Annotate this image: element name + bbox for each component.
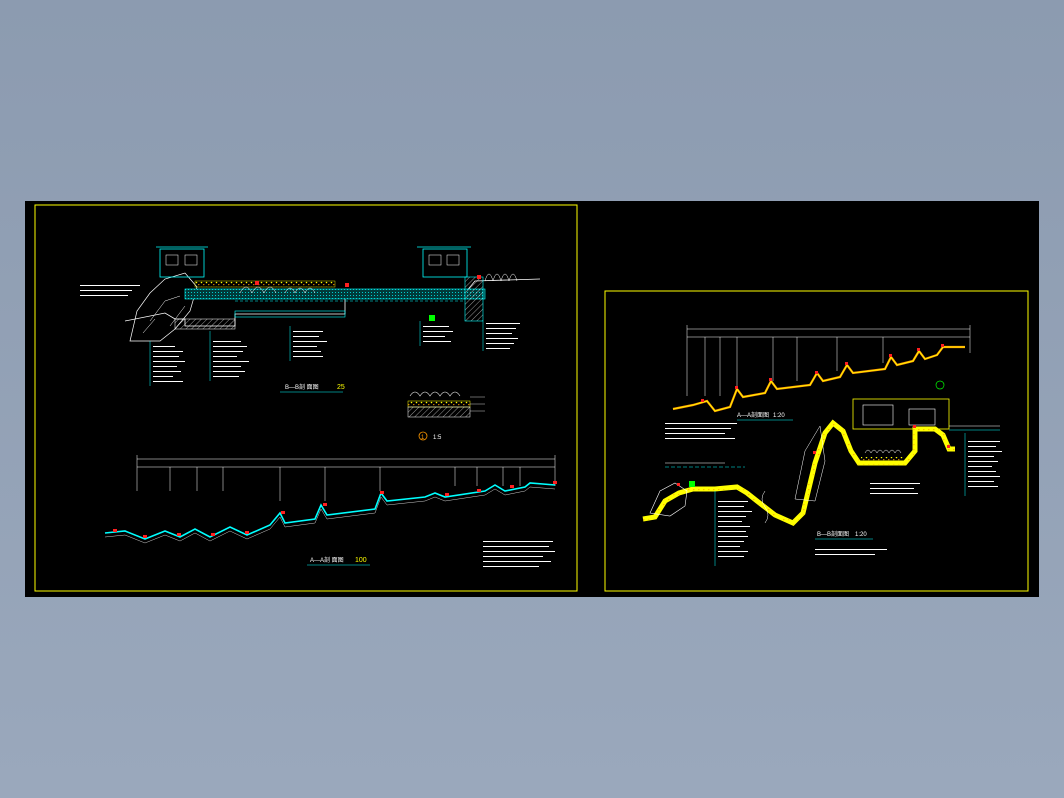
right-sheet: A—A剖面图 1:20 [604, 290, 1029, 592]
aa-profile-line [104, 482, 556, 540]
detail-marker [418, 431, 428, 441]
right-section-bb-scale: 1:20 [855, 532, 867, 538]
section-bb-scale: 25 [337, 384, 345, 391]
cad-drawing: B—B剖 面图 25 1 1:5 [34, 204, 1029, 592]
bb-right-post [422, 248, 468, 278]
detail-scale: 1:5 [433, 435, 442, 441]
right-section-bb-drawing: B—B剖面图 1:20 [642, 380, 1002, 566]
left-sheet-frame [34, 204, 578, 592]
detail-1-drawing: 1 1:5 [407, 391, 485, 441]
bb-water-band [184, 288, 486, 300]
left-sheet: B—B剖 面图 25 1 1:5 [34, 204, 578, 592]
right-sheet-frame [604, 290, 1029, 592]
section-bb-title: B—B剖 面图 [285, 383, 319, 391]
aa-notes [483, 541, 555, 567]
section-aa-drawing: A—A剖 面图 100 [104, 455, 557, 567]
right-bb-structure [852, 398, 950, 430]
bb-left-post [159, 248, 205, 278]
section-aa-title: A—A剖 面图 [310, 556, 344, 564]
right-section-aa-drawing: A—A剖面图 1:20 [665, 325, 971, 439]
right-section-bb-title: B—B剖面图 [817, 530, 849, 538]
right-section-aa-scale: 1:20 [773, 413, 785, 419]
rockery-detail [142, 295, 186, 334]
section-aa-scale: 100 [355, 557, 367, 564]
section-bb-drawing: B—B剖 面图 25 [80, 246, 541, 393]
right-aa-profile [672, 345, 965, 413]
detail-number: 1 [421, 435, 425, 441]
cad-viewport[interactable]: B—B剖 面图 25 1 1:5 [25, 201, 1039, 597]
rockery [129, 272, 198, 342]
right-section-aa-title: A—A剖面图 [737, 411, 769, 419]
